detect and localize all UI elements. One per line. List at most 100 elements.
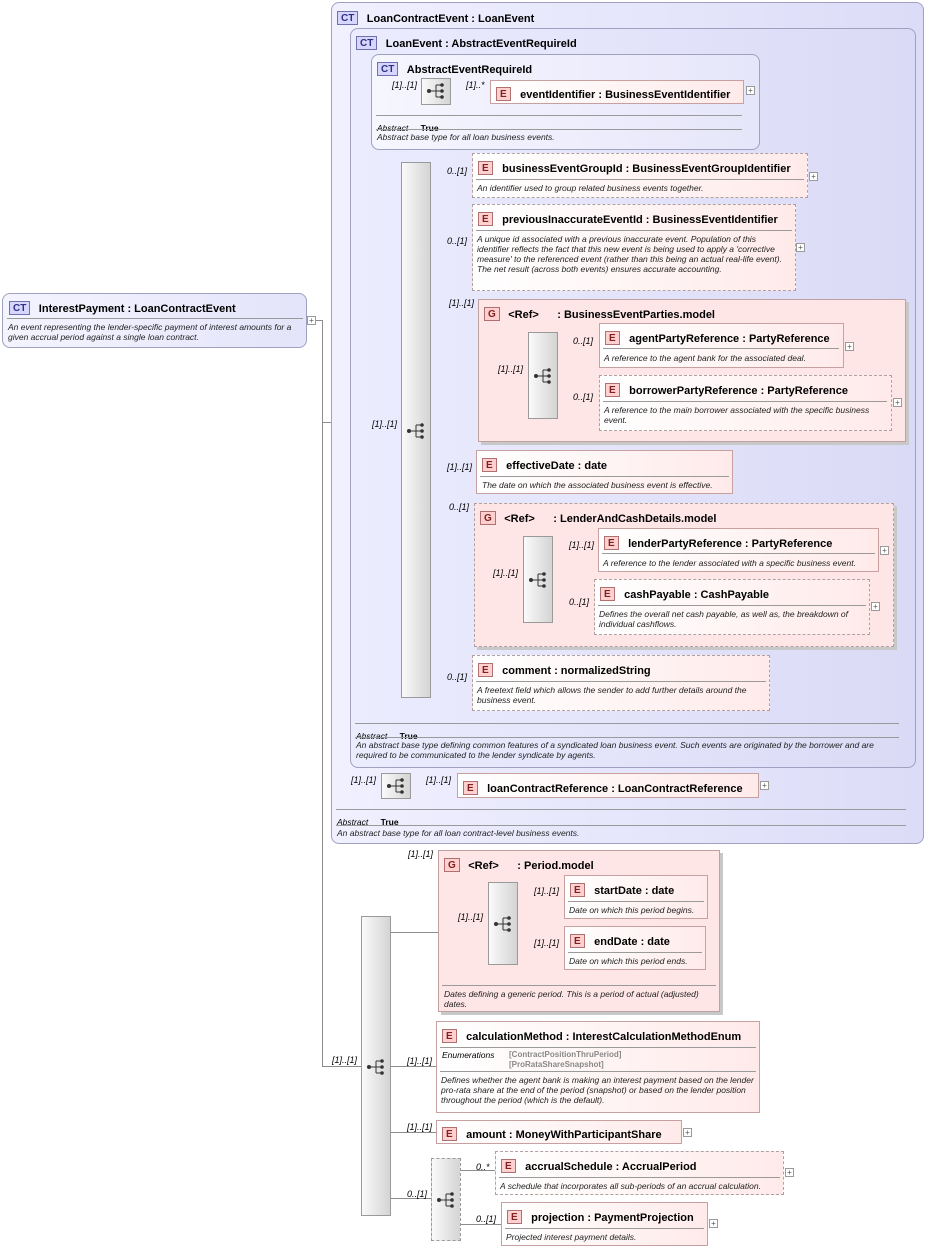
sequence-compositor[interactable] bbox=[421, 78, 451, 105]
multiplicity: [1]..[1] bbox=[534, 886, 560, 896]
enumeration-value: [ContractPositionThruPeriod] bbox=[509, 1050, 622, 1059]
sequence-compositor[interactable] bbox=[488, 882, 518, 965]
element-doc: A reference to the main borrower associa… bbox=[604, 405, 870, 425]
divider bbox=[602, 553, 875, 554]
expand-icon[interactable]: + bbox=[760, 781, 769, 790]
effective-date-element[interactable]: E effectiveDate : date The date on which… bbox=[476, 450, 733, 494]
sequence-compositor[interactable] bbox=[528, 332, 558, 419]
element-doc: A reference to the lender associated wit… bbox=[603, 558, 856, 568]
lender-party-reference-element[interactable]: E lenderPartyReference : PartyReference … bbox=[598, 528, 879, 572]
multiplicity: 0..[1] bbox=[447, 166, 468, 176]
complex-type-icon: CT bbox=[9, 300, 31, 315]
business-event-group-id-element[interactable]: E businessEventGroupId : BusinessEventGr… bbox=[472, 153, 808, 198]
element-title: calculationMethod : InterestCalculationM… bbox=[466, 1031, 742, 1043]
multiplicity: 0..[1] bbox=[447, 236, 468, 246]
sequence-compositor[interactable] bbox=[381, 773, 411, 799]
group-ref-label: <Ref> bbox=[504, 513, 535, 525]
element-title: amount : MoneyWithParticipantShare bbox=[466, 1129, 662, 1141]
element-icon: E bbox=[501, 1158, 516, 1173]
type-doc: An event representing the lender-specifi… bbox=[8, 322, 292, 342]
type-doc: An abstract base type defining common fe… bbox=[356, 740, 874, 760]
abstract-value: True bbox=[380, 817, 399, 827]
borrower-party-reference-element[interactable]: E borrowerPartyReference : PartyReferenc… bbox=[599, 375, 892, 431]
element-icon: E bbox=[604, 535, 619, 550]
sequence-compositor[interactable] bbox=[401, 162, 431, 698]
divider bbox=[480, 476, 729, 477]
divider bbox=[336, 809, 906, 810]
element-title: lenderPartyReference : PartyReference bbox=[628, 538, 833, 550]
element-icon: E bbox=[496, 86, 511, 101]
expand-icon[interactable]: + bbox=[809, 172, 818, 181]
element-doc: An identifier used to group related busi… bbox=[477, 183, 704, 193]
element-title: agentPartyReference : PartyReference bbox=[629, 333, 830, 345]
element-doc: Defines the overall net cash payable, as… bbox=[599, 609, 849, 629]
collapse-icon[interactable]: + bbox=[307, 316, 316, 325]
sequence-icon bbox=[427, 83, 444, 99]
multiplicity: [1]..[1] bbox=[408, 849, 434, 859]
type-title: LoanEvent : AbstractEventRequireId bbox=[385, 38, 577, 50]
multiplicity: 0..* bbox=[476, 1162, 490, 1172]
sequence-icon bbox=[387, 778, 404, 794]
multiplicity: [1]..[1] bbox=[351, 775, 377, 785]
expand-icon[interactable]: + bbox=[845, 342, 854, 351]
multiplicity: 0..[1] bbox=[476, 1214, 497, 1224]
multiplicity: [1]..[1] bbox=[498, 364, 524, 374]
divider bbox=[440, 1071, 756, 1072]
type-title: AbstractEventRequireId bbox=[406, 64, 533, 76]
expand-icon[interactable]: + bbox=[893, 398, 902, 407]
sequence-compositor[interactable] bbox=[523, 536, 553, 623]
group-title: : LenderAndCashDetails.model bbox=[553, 513, 717, 525]
element-icon: E bbox=[605, 382, 620, 397]
end-date-element[interactable]: E endDate : date Date on which this peri… bbox=[564, 926, 706, 970]
expand-icon[interactable]: + bbox=[880, 546, 889, 555]
loan-contract-reference-element[interactable]: E loanContractReference : LoanContractRe… bbox=[457, 773, 759, 798]
element-doc: A schedule that incorporates all sub-per… bbox=[500, 1181, 761, 1191]
start-date-element[interactable]: E startDate : date Date on which this pe… bbox=[564, 875, 708, 919]
element-doc: Date on which this period ends. bbox=[569, 956, 688, 966]
multiplicity: [1]..[1] bbox=[407, 1056, 433, 1066]
projection-element[interactable]: E projection : PaymentProjection Project… bbox=[501, 1202, 708, 1246]
element-icon: E bbox=[605, 330, 620, 345]
element-icon: E bbox=[442, 1126, 457, 1141]
multiplicity: [1]..[1] bbox=[392, 80, 418, 90]
expand-icon[interactable]: + bbox=[709, 1219, 718, 1228]
abstract-label: Abstract bbox=[377, 123, 409, 133]
abstract-label: Abstract bbox=[337, 817, 369, 827]
element-icon: E bbox=[482, 457, 497, 472]
divider bbox=[442, 985, 716, 986]
element-doc: A reference to the agent bank for the as… bbox=[604, 353, 806, 363]
previous-inaccurate-event-id-element[interactable]: E previousInaccurateEventId : BusinessEv… bbox=[472, 204, 796, 291]
expand-icon[interactable]: + bbox=[746, 86, 755, 95]
expand-icon[interactable]: + bbox=[683, 1128, 692, 1137]
interest-payment-type[interactable]: CT InterestPayment : LoanContractEvent A… bbox=[2, 293, 307, 348]
group-ref-label: <Ref> bbox=[468, 860, 499, 872]
group-icon: G bbox=[480, 510, 496, 525]
amount-element[interactable]: E amount : MoneyWithParticipantShare bbox=[436, 1120, 682, 1144]
calculation-method-element[interactable]: E calculationMethod : InterestCalculatio… bbox=[436, 1021, 760, 1113]
expand-icon[interactable]: + bbox=[785, 1168, 794, 1177]
cash-payable-element[interactable]: E cashPayable : CashPayable Defines the … bbox=[594, 579, 870, 635]
element-icon: E bbox=[570, 882, 585, 897]
comment-element[interactable]: E comment : normalizedString A freetext … bbox=[472, 655, 770, 711]
accrual-schedule-element[interactable]: E accrualSchedule : AccrualPeriod A sche… bbox=[495, 1151, 784, 1195]
divider bbox=[355, 737, 899, 738]
agent-party-reference-element[interactable]: E agentPartyReference : PartyReference A… bbox=[599, 323, 844, 368]
complex-type-icon: CT bbox=[337, 10, 359, 25]
divider bbox=[603, 348, 839, 349]
divider bbox=[499, 1177, 780, 1178]
sequence-compositor[interactable] bbox=[361, 916, 391, 1216]
element-doc: The date on which the associated busines… bbox=[482, 480, 713, 490]
expand-icon[interactable]: + bbox=[871, 602, 880, 611]
multiplicity: 0..[1] bbox=[573, 392, 594, 402]
element-title: loanContractReference : LoanContractRefe… bbox=[487, 783, 743, 795]
choice-compositor[interactable] bbox=[431, 1158, 461, 1241]
event-identifier-element[interactable]: E eventIdentifier : BusinessEventIdentif… bbox=[490, 80, 744, 104]
multiplicity: [1]..[1] bbox=[407, 1122, 433, 1132]
type-title: InterestPayment : LoanContractEvent bbox=[38, 303, 236, 315]
expand-icon[interactable]: + bbox=[796, 243, 805, 252]
multiplicity: [1]..[1] bbox=[569, 540, 595, 550]
group-title: : BusinessEventParties.model bbox=[557, 309, 715, 321]
multiplicity: [1]..[1] bbox=[447, 462, 473, 472]
multiplicity: [1]..[1] bbox=[332, 1055, 358, 1065]
multiplicity: [1]..[1] bbox=[449, 298, 475, 308]
